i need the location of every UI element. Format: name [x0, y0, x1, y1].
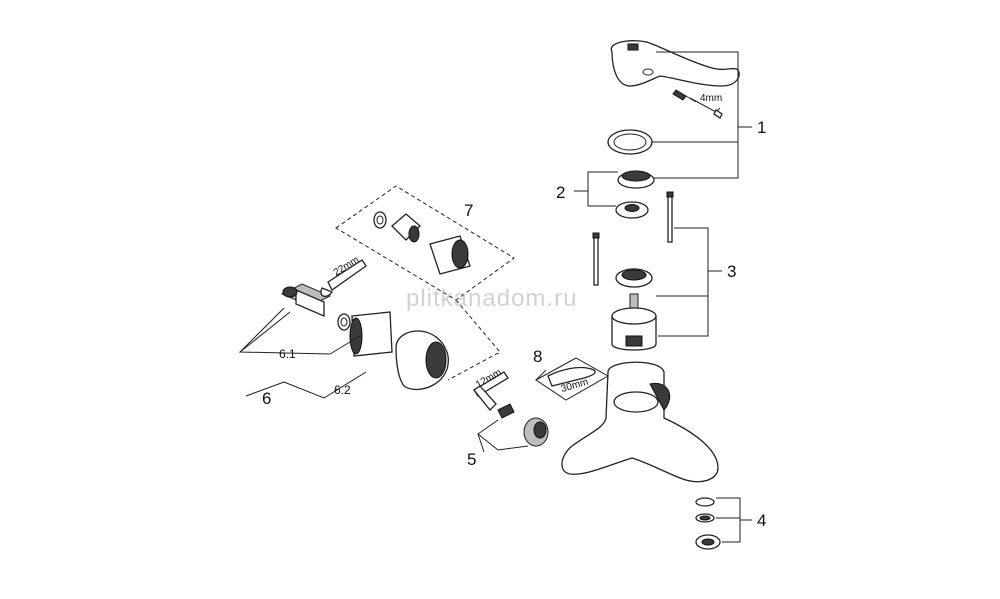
- union-nut: [523, 417, 549, 447]
- cartridge-seal: [615, 268, 653, 288]
- callout-6-2: 6.2: [334, 383, 351, 397]
- aerator-seal: [695, 497, 715, 507]
- cover-disc: [615, 201, 649, 219]
- wrench-30mm-box: [535, 357, 610, 401]
- watermark-text: plitkanadom.ru: [406, 285, 577, 312]
- handle-screw: [672, 89, 697, 103]
- callout-1-bracket: [652, 51, 752, 179]
- callout-2: 2: [556, 183, 565, 202]
- callout-6-1: 6.1: [279, 347, 296, 361]
- clamp-ring: [617, 170, 655, 189]
- wrench-30mm: [547, 366, 596, 387]
- aerator-insert: [695, 513, 715, 523]
- extension-nipple: [391, 213, 421, 243]
- callout-4-bracket: [716, 497, 752, 543]
- union-washer: [337, 313, 351, 331]
- callout-7: 7: [464, 201, 473, 220]
- extension-sleeve: [429, 235, 471, 275]
- dimension-4mm: 4mm: [700, 93, 722, 104]
- mixer-body: [561, 361, 719, 483]
- callout-8: 8: [533, 347, 542, 366]
- extension-washer: [373, 211, 387, 229]
- eccentric-union: [280, 283, 332, 317]
- union-nipple: [497, 403, 515, 419]
- callout-6: 6: [262, 389, 271, 408]
- wall-sleeve: [349, 311, 393, 357]
- callout-3-bracket: [656, 227, 722, 337]
- wrench-22mm: [320, 259, 367, 297]
- hex-key-4mm: [689, 97, 723, 119]
- wall-rosette: [395, 330, 449, 391]
- aerator-housing: [695, 534, 721, 550]
- callout-5: 5: [467, 450, 476, 469]
- lever-handle: [610, 40, 740, 87]
- callout-4: 4: [757, 511, 766, 530]
- callout-5-bracket: [477, 419, 529, 453]
- hex-key-12mm: [473, 371, 509, 411]
- callout-3: 3: [727, 262, 736, 281]
- callout-1: 1: [757, 118, 766, 137]
- fixing-rod-right: [666, 191, 674, 243]
- retaining-ring: [607, 129, 653, 155]
- extension-set-box: [335, 185, 515, 381]
- callout-6-bracket: [238, 307, 367, 399]
- fixing-rod-left: [592, 232, 600, 286]
- cartridge: [611, 293, 657, 351]
- callout-2-bracket: [574, 171, 618, 207]
